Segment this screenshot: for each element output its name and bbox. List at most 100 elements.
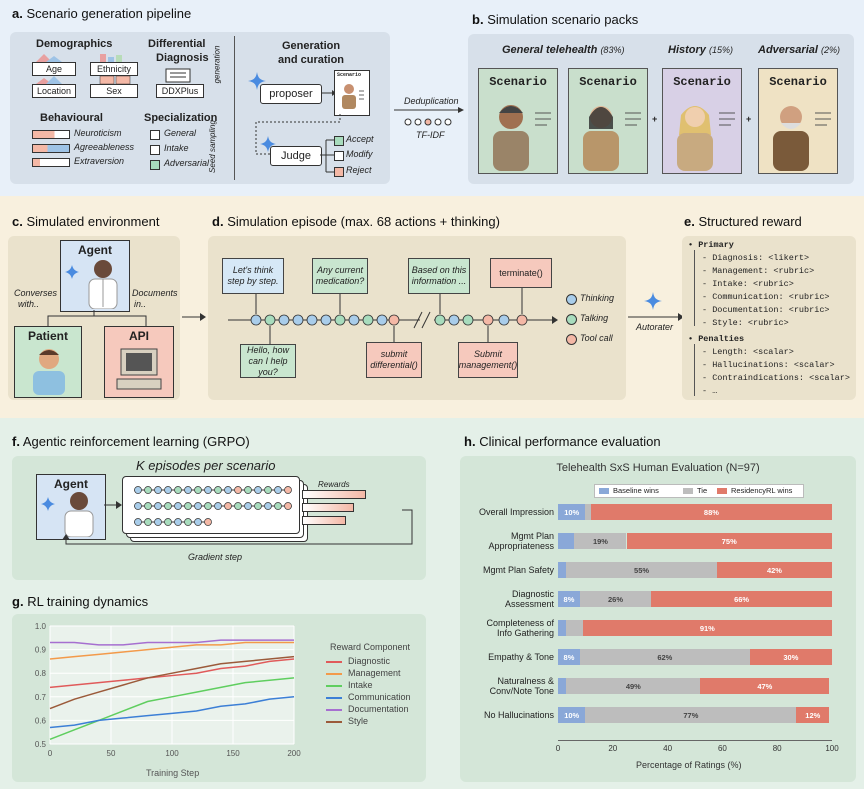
bar-segment-tie: 49% bbox=[566, 678, 701, 694]
category-label: Empathy & Tone bbox=[488, 652, 554, 662]
ddxplus-box: DDXPlus bbox=[156, 84, 204, 98]
scenario-card-3-label: Scenario bbox=[673, 75, 731, 89]
y-tick-label: 0.7 bbox=[35, 693, 47, 702]
api-card: API bbox=[104, 326, 174, 398]
judge-box: Judge bbox=[270, 146, 322, 166]
bar-x-axis-label: Percentage of Ratings (%) bbox=[636, 760, 742, 770]
category-label-line: Assessment bbox=[504, 599, 554, 609]
feedback-loop-dotted bbox=[255, 114, 341, 155]
seed-sampling-vertical-label: Seed sampling bbox=[207, 120, 217, 173]
computer-icon bbox=[116, 348, 162, 390]
bar-segment-residencyrl-wins: 30% bbox=[749, 649, 832, 665]
reward-tree-line-2 bbox=[694, 344, 695, 396]
autorater-sparkle-icon bbox=[644, 292, 662, 310]
bar-segment-residencyrl-wins: 12% bbox=[796, 707, 830, 723]
series-line-documentation bbox=[50, 639, 294, 646]
behav-bar-3 bbox=[32, 158, 70, 167]
legend-swatch-documentation bbox=[326, 709, 342, 711]
bubble-think-step: Let's think step by step. bbox=[222, 258, 284, 294]
f-agent-card: Agent bbox=[36, 474, 106, 540]
plus-1: + bbox=[652, 114, 658, 124]
person-elder-icon bbox=[773, 106, 831, 171]
section-b-header: b. Simulation scenario packs bbox=[472, 12, 639, 27]
bar-segment-tie: 26% bbox=[579, 591, 652, 607]
gen-curation-title-2: and curation bbox=[278, 54, 345, 66]
category-label-line: Appropriateness bbox=[488, 541, 554, 551]
penalty-length: - Length: <scalar> bbox=[702, 347, 794, 357]
scenario-card-1: Scenario bbox=[478, 68, 558, 174]
x-tick-label: 100 bbox=[165, 749, 179, 758]
f-agent-sparkle-icon bbox=[41, 497, 55, 511]
bar-segment-baseline-wins bbox=[558, 562, 567, 578]
spec-check-intake bbox=[150, 145, 160, 155]
patient-card: Patient bbox=[14, 326, 82, 398]
bar-x-tick-label: 0 bbox=[555, 744, 561, 753]
agent-label: Agent bbox=[78, 243, 112, 257]
reward-bar-1 bbox=[302, 490, 366, 499]
episode-rows bbox=[134, 486, 292, 526]
legend-swatch-diagnostic bbox=[326, 661, 342, 663]
panel-a: Demographics Age Ethnicity Location Sex … bbox=[10, 32, 390, 184]
legend-label-style: Style bbox=[348, 716, 369, 726]
penalty-more: - … bbox=[702, 386, 718, 396]
category-label: Mgmt Plan Safety bbox=[483, 565, 554, 575]
behav-neuroticism: Neuroticism bbox=[74, 128, 122, 138]
legend-label-management: Management bbox=[348, 668, 401, 678]
legend-baseline-swatch bbox=[599, 488, 609, 494]
plus-2: + bbox=[746, 114, 752, 124]
x-tick-label: 150 bbox=[226, 749, 240, 758]
x-tick-label: 200 bbox=[287, 749, 301, 758]
behavioural-title: Behavioural bbox=[40, 112, 103, 124]
bubble-submit-management: Submit management() bbox=[458, 342, 518, 378]
gradient-step-label: Gradient step bbox=[188, 552, 243, 562]
reward-management: - Management: <rubric> bbox=[702, 266, 815, 276]
y-tick-label: 1.0 bbox=[35, 622, 47, 631]
judge-reject-check bbox=[334, 167, 344, 177]
f-arrow-agent-to-episodes bbox=[104, 501, 122, 509]
scenario-doc: Scenario bbox=[334, 70, 370, 116]
category-label-line: No Hallucinations bbox=[483, 710, 554, 720]
agent-sparkle-icon bbox=[65, 265, 79, 279]
legend-baseline: Baseline wins bbox=[613, 486, 659, 495]
tfidf-label: TF-IDF bbox=[416, 130, 445, 140]
ddx-list-icon bbox=[165, 68, 191, 83]
legend-label-communication: Communication bbox=[348, 692, 411, 702]
person-hoodie-icon bbox=[493, 105, 551, 171]
bar-segment-baseline-wins bbox=[558, 533, 575, 549]
dedup-label: Deduplication bbox=[404, 96, 459, 106]
f-doctor-icon bbox=[64, 492, 94, 537]
adversarial-label: Adversarial (2%) bbox=[758, 44, 841, 56]
y-tick-label: 0.5 bbox=[35, 740, 47, 749]
panel-h: Telehealth SxS Human Evaluation (N=97) B… bbox=[460, 456, 856, 782]
spec-adversarial: Adversarial bbox=[164, 158, 210, 168]
legend-tool-dot bbox=[566, 334, 577, 345]
x-tick-label: 0 bbox=[48, 749, 53, 758]
category-label-line: Mgmt Plan Safety bbox=[482, 565, 554, 575]
legend-talking: Talking bbox=[580, 313, 609, 323]
section-g-header: g. RL training dynamics bbox=[12, 594, 149, 609]
behav-bar-2 bbox=[32, 144, 70, 153]
judge-accept-check bbox=[334, 136, 344, 146]
bar-segment-baseline-wins bbox=[558, 678, 567, 694]
vertical-divider bbox=[234, 36, 235, 180]
bar-segment-tie bbox=[585, 504, 591, 520]
differential-title: Differential bbox=[148, 38, 206, 50]
legend-residency: ResidencyRL wins bbox=[731, 486, 793, 495]
legend-label-documentation: Documentation bbox=[348, 704, 409, 714]
agent-connection-lines bbox=[47, 310, 147, 326]
legend-swatch-management bbox=[326, 673, 342, 675]
proposer-box: proposer bbox=[260, 84, 322, 104]
category-label: Overall Impression bbox=[479, 507, 554, 517]
agent-card: Agent bbox=[60, 240, 130, 312]
bar-segment-baseline-wins: 10% bbox=[558, 707, 586, 723]
diagnosis-title: Diagnosis bbox=[156, 52, 209, 64]
k-episodes-title: K episodes per scenario bbox=[136, 458, 276, 473]
documents-1: Documents bbox=[132, 288, 178, 298]
legend-tie: Tie bbox=[697, 486, 708, 495]
y-tick-label: 0.6 bbox=[35, 716, 47, 725]
category-label-line: Diagnostic bbox=[511, 589, 554, 599]
patient-label: Patient bbox=[27, 329, 68, 343]
bar-segment-residencyrl-wins: 42% bbox=[716, 562, 832, 578]
converses-2: with.. bbox=[18, 299, 40, 309]
